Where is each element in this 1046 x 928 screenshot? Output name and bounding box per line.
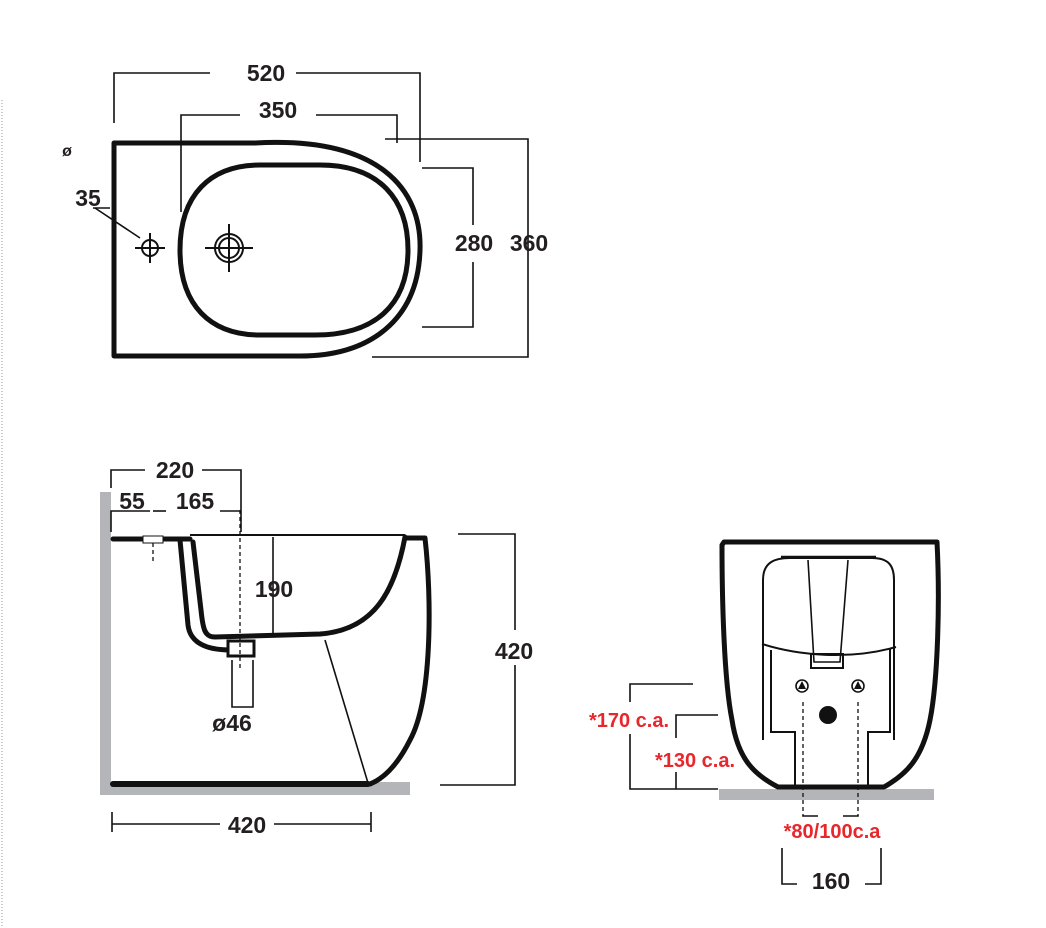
dim-wall-offset: 55	[119, 488, 145, 514]
dim-bowl-width: 350	[259, 97, 297, 123]
top-bowl-outline	[177, 162, 411, 338]
floor	[719, 789, 934, 800]
dim-bowl-depth-side: 190	[255, 576, 293, 602]
dim-base-length: 420	[228, 812, 266, 838]
drain-hole-icon	[205, 224, 253, 272]
top-view: 520 350 280 360 ø 35	[62, 60, 548, 359]
dim-supply-height-2: *130 c.a.	[655, 750, 735, 772]
supply-right-icon	[851, 679, 865, 693]
dim-base-width: 160	[812, 868, 850, 894]
dim-rim-to-drain: 220	[156, 457, 194, 483]
dim-supply-height-1: *170 c.a.	[589, 710, 669, 732]
drain-icon	[819, 706, 837, 724]
front-view: *170 c.a. *130 c.a. *80/100c.a 160	[589, 539, 941, 894]
dim-hole-to-drain: 165	[176, 488, 215, 514]
dim-supply-spacing: *80/100c.a	[784, 821, 882, 843]
dim-width-total: 520	[247, 60, 285, 86]
side-view: 220 55 165 190 420 ø46 420	[100, 457, 533, 838]
diameter-symbol: ø	[62, 143, 72, 160]
dim-bowl-depth: 280	[455, 230, 493, 256]
supply-left-icon	[795, 679, 809, 693]
small-hole-icon	[135, 233, 165, 263]
dim-tap-hole: 35	[75, 185, 101, 211]
dim-depth-total: 360	[510, 230, 548, 256]
wall	[100, 492, 111, 795]
dim-height: 420	[495, 638, 533, 664]
top-outline	[111, 139, 423, 359]
dim-drain-diameter: ø46	[212, 710, 252, 736]
